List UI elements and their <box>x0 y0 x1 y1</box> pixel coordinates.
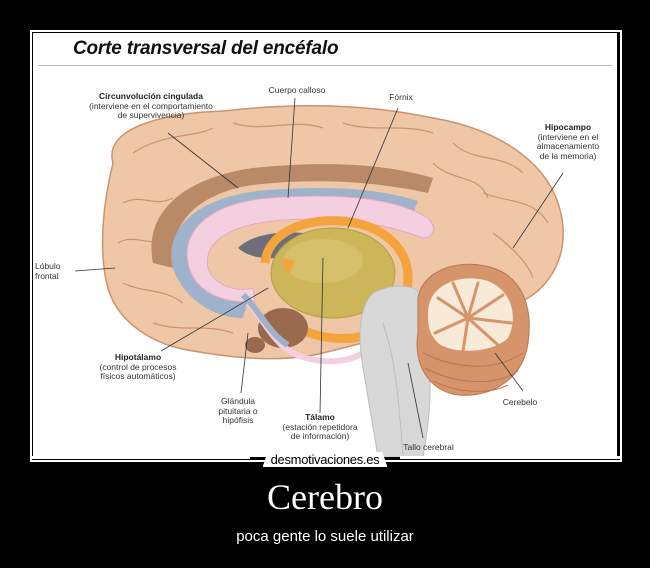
label-hipotalamo: Hipotálamo (control de procesos físicos … <box>99 352 177 381</box>
watermark-text: desmotivaciones.es <box>262 452 388 467</box>
leader-frontal <box>74 267 116 272</box>
leader-talamo <box>319 257 324 414</box>
caption-title: Cerebro <box>267 477 383 517</box>
brain-illustration <box>74 97 564 457</box>
watermark-line-right <box>400 456 620 459</box>
caption-subtitle: poca gente lo suele utilizar <box>236 528 414 545</box>
label-tallo-cerebral: Tallo cerebral <box>403 442 454 452</box>
label-lobulo-frontal: Lóbulo frontal <box>35 261 61 281</box>
label-talamo: Tálamo (estación repetidora de informaci… <box>282 412 358 441</box>
label-cerebelo: Cerebelo <box>502 397 538 407</box>
leader-hipocampo <box>512 172 564 249</box>
watermark-line-left <box>30 456 250 459</box>
leader-cerebelo <box>494 352 524 392</box>
leader-pituitaria <box>240 332 249 394</box>
label-cingulada: Circunvolución cingulada (interviene en … <box>89 91 213 120</box>
label-cuerpo-calloso: Cuerpo calloso <box>268 85 326 95</box>
cingulate-gyrus <box>151 164 433 268</box>
watermark-bar: desmotivaciones.es <box>0 451 650 467</box>
lateral-ventricle <box>171 188 418 318</box>
leader-calloso <box>287 97 296 199</box>
leader-cingulada <box>167 132 239 189</box>
fornix <box>260 216 413 344</box>
label-hipocampo: Hipocampo (interviene en el almacenamien… <box>536 122 600 161</box>
label-fornix: Fórnix <box>389 92 413 102</box>
title-divider <box>38 65 612 66</box>
leader-tallo <box>407 362 424 439</box>
leader-hipotalamo <box>160 287 269 352</box>
hypothalamus <box>258 308 308 348</box>
pituitary-gland <box>245 337 265 353</box>
leader-fornix <box>347 107 399 229</box>
label-glandula-pituitaria: Glándula pituitaria o hipófisis <box>218 396 258 425</box>
poster-image: Corte transversal del encéfalo <box>33 33 617 457</box>
diagram-title: Corte transversal del encéfalo <box>73 38 339 59</box>
